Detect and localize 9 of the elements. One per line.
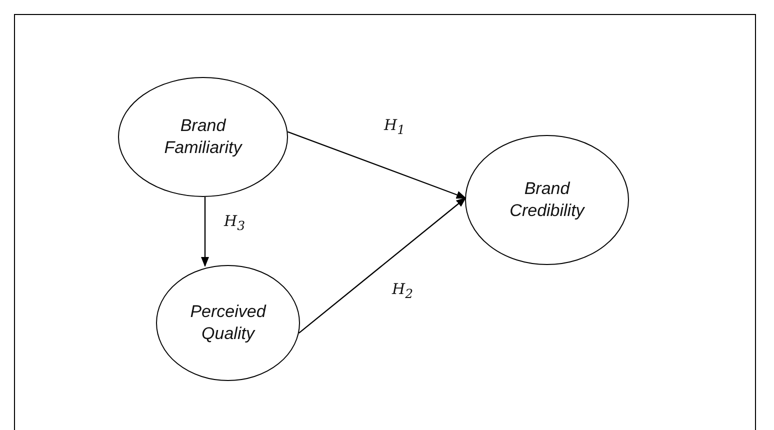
construct-label: Brand Credibility [508,178,586,222]
arrow [287,131,466,199]
hypothesis-label: H$_{2}$ [392,280,414,301]
hypothesis-label: H$_{3}$ [224,212,246,233]
hypothesis-label: H$_{1}$ [384,116,406,137]
construct-label: Perceived Quality [189,301,268,345]
arrow [298,197,466,334]
construct-label: Brand Familiarity [163,115,244,159]
arrow [201,197,209,267]
